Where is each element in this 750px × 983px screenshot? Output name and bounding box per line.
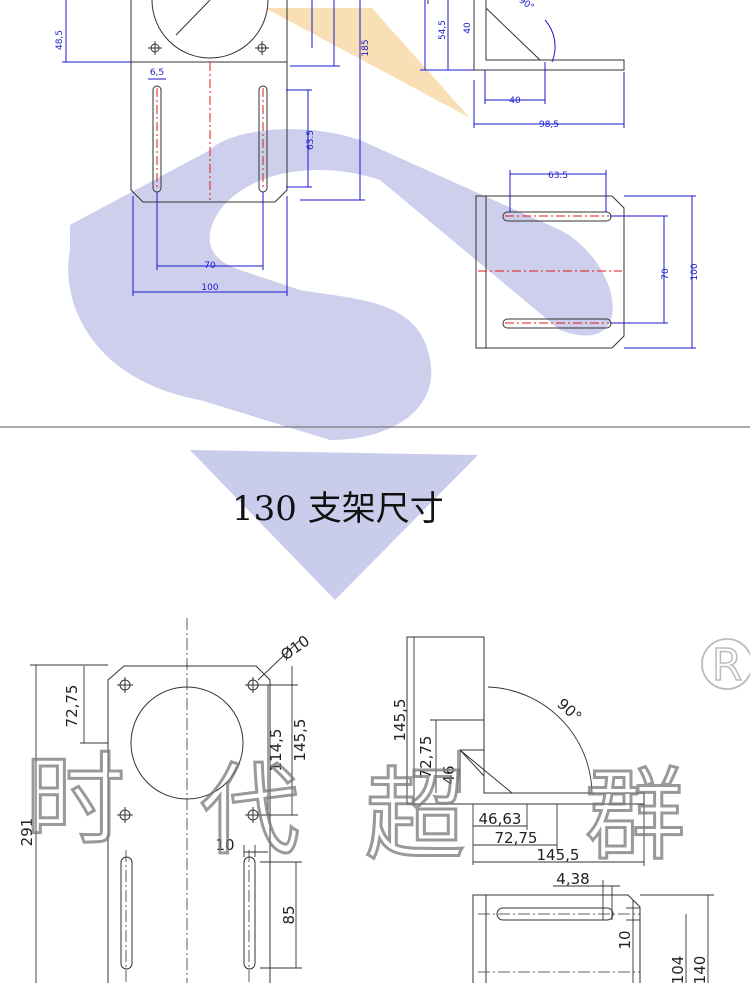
dim-u-40a: 40 bbox=[463, 22, 473, 34]
dim-l-10: 10 bbox=[215, 836, 234, 854]
dim-l-4-38: 4,38 bbox=[556, 870, 589, 888]
lower-bottom-centerlines bbox=[478, 913, 640, 973]
upper-front-view bbox=[130, 0, 288, 203]
upper-bottom-dimensions bbox=[509, 170, 696, 349]
dim-l-10b: 10 bbox=[616, 930, 634, 949]
dim-u-100: 100 bbox=[201, 283, 218, 293]
dim-l-291: 291 bbox=[18, 818, 36, 847]
calligraphy-watermark: 时 代 超 群 bbox=[24, 741, 687, 876]
dim-u-100b: 100 bbox=[690, 263, 700, 280]
dim-l-side-46: 46 bbox=[440, 765, 458, 784]
dim-u-6-5: 6,5 bbox=[150, 68, 164, 78]
lower-side-dimensions bbox=[413, 637, 645, 866]
section-title: 130 支架尺寸 bbox=[232, 489, 444, 529]
dim-l-140: 140 bbox=[691, 956, 709, 983]
dim-l-114-5: 114,5 bbox=[267, 729, 285, 772]
dim-l-dia10: Ø10 bbox=[277, 632, 313, 664]
lower-side-view bbox=[406, 636, 645, 805]
dim-l-side-72-75: 72,75 bbox=[417, 736, 435, 779]
svg-text:代: 代 bbox=[200, 752, 300, 869]
dim-u-40b: 40 bbox=[509, 96, 521, 106]
dim-u-63-5: 63.5 bbox=[306, 130, 316, 150]
dim-u-63-5b: 63.5 bbox=[548, 171, 568, 181]
upper-bottom-centerlines bbox=[478, 215, 622, 324]
upper-front-centerlines bbox=[156, 62, 264, 200]
svg-text:超: 超 bbox=[365, 757, 465, 874]
dim-u-70b: 70 bbox=[661, 268, 671, 280]
upper-dimension-labels: 48,5 6,5 63.5 185 70 100 54,5 40 90° 40 … bbox=[55, 0, 700, 293]
dim-l-side-72-75b: 72,75 bbox=[495, 829, 538, 847]
lower-dimension-labels: Ø10 72,75 114,5 145,5 291 10 85 145,5 72… bbox=[18, 632, 709, 983]
lower-front-dimensions bbox=[30, 639, 302, 983]
dim-u-70: 70 bbox=[204, 261, 216, 271]
dim-u-98-5: 98,5 bbox=[539, 120, 559, 130]
dim-l-145-5: 145,5 bbox=[291, 719, 309, 762]
brand-logo-watermark bbox=[68, 8, 613, 600]
dim-u-185: 185 bbox=[361, 39, 371, 56]
svg-text:群: 群 bbox=[585, 757, 685, 874]
lower-front-centerlines bbox=[125, 618, 250, 983]
svg-text:R: R bbox=[712, 640, 743, 691]
dim-l-side-46-63: 46,63 bbox=[479, 810, 522, 828]
dim-l-side-90deg: 90° bbox=[553, 695, 585, 726]
dim-l-72-75: 72,75 bbox=[63, 685, 81, 728]
registered-mark: R bbox=[701, 638, 750, 692]
dim-u-90deg: 90° bbox=[517, 0, 536, 13]
dim-l-85: 85 bbox=[280, 905, 298, 924]
upper-side-dimensions bbox=[420, 0, 625, 128]
dim-l-104: 104 bbox=[669, 956, 687, 983]
dim-l-side-145-5: 145,5 bbox=[391, 699, 409, 742]
dim-l-side-145-5b: 145,5 bbox=[537, 846, 580, 864]
svg-text:时: 时 bbox=[25, 742, 125, 859]
upper-side-view bbox=[427, 0, 625, 71]
dim-u-54-5: 54,5 bbox=[438, 20, 448, 40]
upper-front-dimensions bbox=[62, 0, 365, 296]
lower-bottom-view bbox=[472, 894, 641, 983]
lower-bottom-dimensions bbox=[553, 880, 714, 983]
dim-u-48-5: 48,5 bbox=[55, 30, 65, 50]
